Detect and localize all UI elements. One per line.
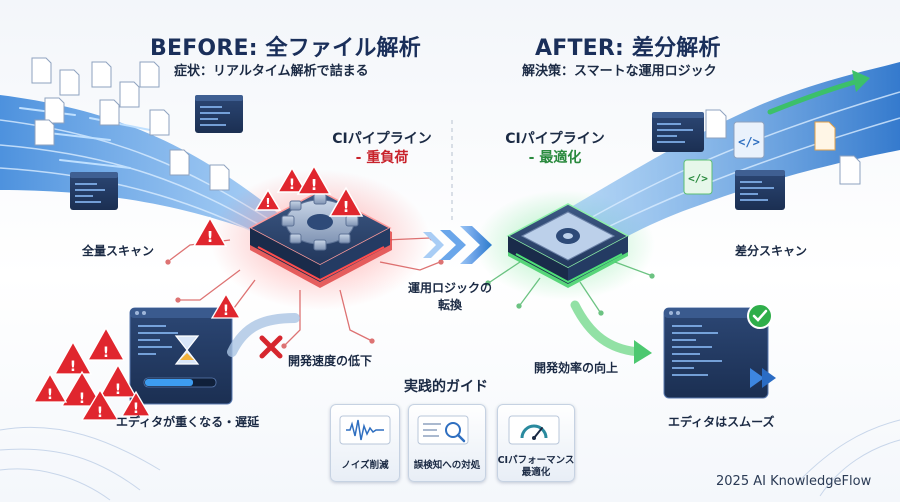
growth-arrow-icon <box>767 70 870 115</box>
warning-icon: ! <box>192 216 228 247</box>
transition-label: 運用ロジックの 転換 <box>395 280 505 314</box>
efficiency-label: 開発効率の向上 <box>534 361 619 375</box>
before-pipeline-label: CIパイプライン - 重負荷 <box>322 130 442 168</box>
efficiency-arrow <box>570 300 652 364</box>
slowdown-label: 開発速度の低下 <box>288 354 373 368</box>
warning-icons-cluster: !!! !!! !! <box>32 292 242 421</box>
gauge-icon <box>508 415 560 445</box>
footer-credit: 2025 AI KnowledgeFlow <box>716 474 872 489</box>
code-file-icon: </> </> <box>683 121 765 195</box>
diff-scan-label: 差分スキャン <box>735 244 808 258</box>
before-editor-label: エディタが重くなる・遅延 <box>116 415 260 429</box>
svg-text:!: ! <box>97 405 103 421</box>
code-window-small <box>70 95 243 210</box>
warning-icon: ! <box>254 188 282 211</box>
svg-text:!: ! <box>79 391 85 407</box>
before-pipeline-name: CIパイプライン <box>332 131 432 147</box>
warning-icons: ! ! ! ! ! <box>192 164 364 247</box>
before-subtitle: 症状：リアルタイム解析で詰まる <box>174 64 369 79</box>
guide-card-ci-performance-line-1: CIパフォーマンス <box>497 455 575 466</box>
document-icons <box>705 109 861 185</box>
after-pipeline-label: CIパイプライン - 最適化 <box>495 130 615 168</box>
check-icon <box>747 303 773 329</box>
waveform-icon <box>339 415 391 445</box>
after-pipeline-name: CIパイプライン <box>505 131 605 147</box>
svg-text:</>: </> <box>738 135 760 149</box>
warning-icon: ! <box>276 166 308 193</box>
gear-icon <box>556 228 580 244</box>
transition-line-2: 転換 <box>437 298 462 312</box>
before-title: BEFORE: 全ファイル解析 <box>150 36 421 61</box>
cross-icon <box>259 335 283 359</box>
code-window-small <box>652 112 785 210</box>
svg-text:!: ! <box>289 177 295 193</box>
svg-text:!: ! <box>115 382 121 398</box>
after-subtitle: 解決策：スマートな運用ロジック <box>522 64 717 79</box>
guide-title: 実践的ガイド <box>404 379 488 395</box>
svg-text:!: ! <box>311 176 318 194</box>
warning-icon: ! <box>296 164 332 195</box>
transition-line-1: 運用ロジックの <box>407 281 492 295</box>
svg-text:!: ! <box>207 228 214 246</box>
svg-text:!: ! <box>265 196 270 210</box>
fast-forward-icon <box>750 368 776 388</box>
warning-icon: ! <box>328 186 364 217</box>
background-circuit-lines <box>799 419 900 497</box>
slowdown-arrow <box>227 313 300 357</box>
file-icons-cluster <box>31 57 230 191</box>
before-pipeline-status: - 重負荷 <box>355 150 409 166</box>
svg-text:!: ! <box>47 387 53 403</box>
background-circuit-lines <box>0 426 161 501</box>
circuit-traces-right <box>485 261 655 316</box>
svg-text:!: ! <box>343 198 350 216</box>
guide-card-ci-performance-line-2: 最適化 <box>521 467 551 478</box>
full-scan-label: 全量スキャン <box>82 244 155 258</box>
svg-text:!: ! <box>70 359 76 375</box>
hourglass-icon <box>174 335 200 365</box>
svg-text:!: ! <box>133 401 139 417</box>
svg-text:!: ! <box>103 345 109 361</box>
after-title: AFTER: 差分解析 <box>535 36 721 61</box>
svg-text:!: ! <box>223 303 229 319</box>
smooth-editor-window <box>663 307 769 399</box>
guide-card-noise-label: ノイズ削減 <box>341 460 389 471</box>
slow-editor-window <box>129 307 233 405</box>
magnifier-icon <box>417 415 469 445</box>
svg-text:</>: </> <box>688 172 708 185</box>
guide-card-ci-performance-label: CIパフォーマンス 最適化 <box>492 455 580 479</box>
after-pipeline-status: - 最適化 <box>528 150 582 166</box>
guide-card-false-positive-label: 誤検知への対処 <box>413 460 481 471</box>
after-editor-label: エディタはスムーズ <box>668 415 775 429</box>
